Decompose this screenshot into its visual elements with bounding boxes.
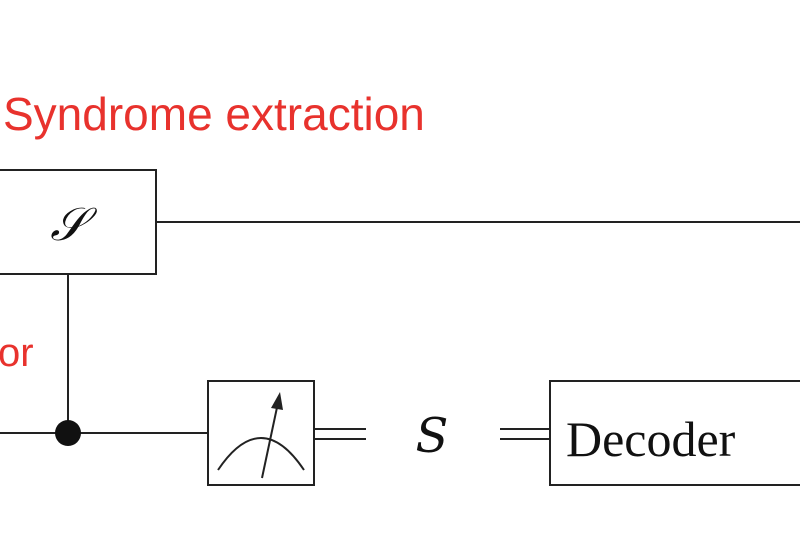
measurement-box (207, 380, 315, 486)
classical-wire-left (314, 428, 366, 440)
meter-icon (217, 392, 305, 479)
partial-left-label: or (0, 331, 34, 375)
decoder-box (549, 380, 800, 486)
section-title: Syndrome extraction (3, 88, 425, 140)
syndrome-label: S (416, 408, 449, 464)
stabilizer-box (0, 169, 157, 275)
control-dot-icon (55, 420, 81, 446)
classical-wire-right (500, 428, 550, 440)
decoder-box-label: Decoder (566, 411, 736, 467)
